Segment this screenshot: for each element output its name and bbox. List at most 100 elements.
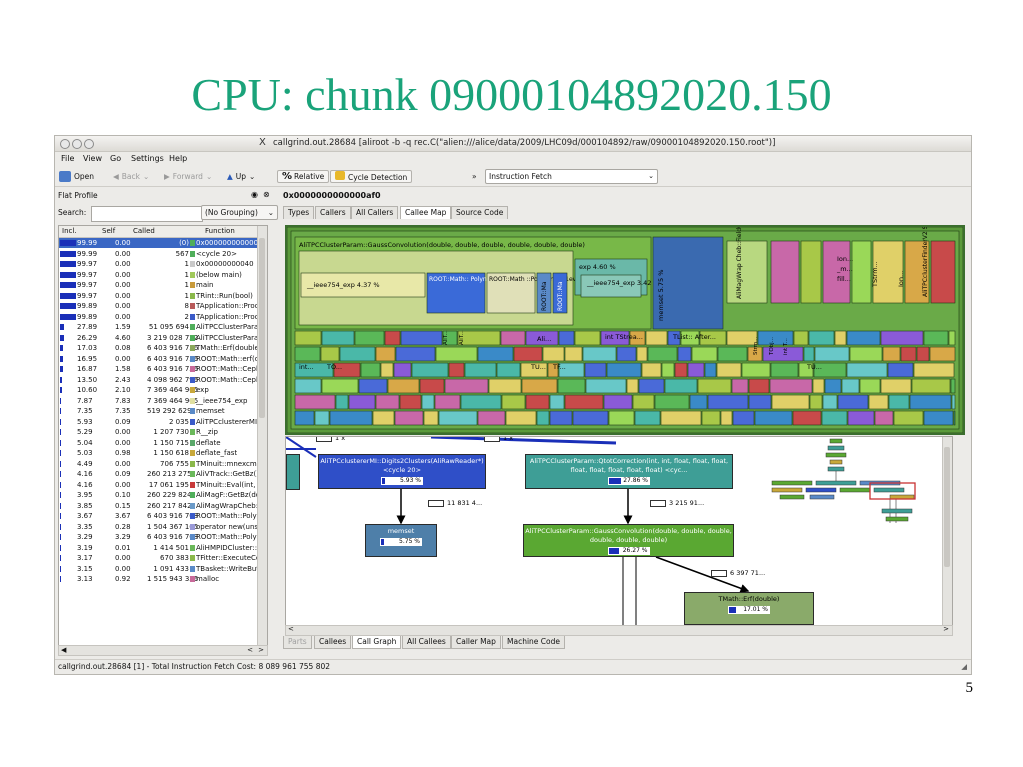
- map-cell[interactable]: [464, 362, 497, 378]
- map-cell[interactable]: [434, 394, 461, 410]
- search-input[interactable]: [91, 206, 203, 222]
- forward-button[interactable]: ▶ Forward ⌄: [164, 169, 212, 183]
- map-root-math-b[interactable]: [552, 272, 568, 314]
- toolbar-overflow-button[interactable]: »: [472, 169, 477, 183]
- map-cell[interactable]: [822, 240, 851, 304]
- map-cell[interactable]: [294, 362, 334, 378]
- map-cell[interactable]: [716, 362, 742, 378]
- map-cell[interactable]: [904, 240, 930, 304]
- map-cell[interactable]: [549, 394, 565, 410]
- map-cell[interactable]: [822, 394, 838, 410]
- tab-all-callees[interactable]: All Callees: [402, 636, 451, 649]
- map-cell[interactable]: [762, 346, 804, 362]
- map-cell[interactable]: [421, 394, 435, 410]
- map-cell[interactable]: [320, 346, 340, 362]
- map-cell[interactable]: [372, 410, 395, 426]
- map-cell[interactable]: [701, 410, 721, 426]
- map-cell[interactable]: [608, 410, 635, 426]
- map-cell[interactable]: [641, 362, 662, 378]
- map-cell[interactable]: [549, 410, 573, 426]
- map-cell[interactable]: [814, 346, 850, 362]
- map-cell[interactable]: [329, 410, 373, 426]
- map-cell[interactable]: [882, 346, 901, 362]
- map-cell[interactable]: [384, 330, 401, 346]
- map-cell[interactable]: [880, 330, 924, 346]
- table-vertical-scrollbar[interactable]: [257, 226, 267, 646]
- map-cell[interactable]: [664, 378, 698, 394]
- map-cell[interactable]: [626, 378, 639, 394]
- map-cell[interactable]: [477, 346, 514, 362]
- map-cell[interactable]: [769, 378, 813, 394]
- map-cell[interactable]: [333, 362, 361, 378]
- map-cell[interactable]: [880, 378, 912, 394]
- map-cell[interactable]: [661, 362, 675, 378]
- map-cell[interactable]: [872, 240, 904, 304]
- map-cell[interactable]: [400, 330, 443, 346]
- map-cell[interactable]: [689, 394, 708, 410]
- map-cell[interactable]: [821, 410, 848, 426]
- map-cell[interactable]: [923, 330, 949, 346]
- map-cell[interactable]: [488, 378, 522, 394]
- map-cell[interactable]: [837, 394, 869, 410]
- map-cell[interactable]: [636, 346, 648, 362]
- map-cell[interactable]: [834, 330, 847, 346]
- map-cell[interactable]: [564, 394, 604, 410]
- tab-caller-map[interactable]: Caller Map: [451, 636, 501, 649]
- map-cell[interactable]: [387, 378, 420, 394]
- map-cell[interactable]: [629, 330, 646, 346]
- map-cell[interactable]: [953, 410, 956, 426]
- graph-node-gaussconvolution[interactable]: AliTPCClusterParam::GaussConvolution(dou…: [523, 524, 734, 557]
- map-cell[interactable]: [572, 410, 609, 426]
- map-cell[interactable]: [314, 410, 330, 426]
- map-cell[interactable]: [923, 410, 954, 426]
- map-cell[interactable]: [667, 330, 681, 346]
- map-cell[interactable]: [720, 410, 733, 426]
- back-button[interactable]: ◀ Back ⌄: [113, 169, 149, 183]
- map-cell[interactable]: [375, 346, 396, 362]
- table-horizontal-scrollbar[interactable]: ◀ < >: [58, 645, 268, 656]
- map-cell[interactable]: [748, 394, 772, 410]
- map-cell[interactable]: [606, 362, 642, 378]
- tab-all-callers[interactable]: All Callers: [351, 206, 399, 219]
- cycle-detection-toggle[interactable]: Cycle Detection: [330, 169, 413, 183]
- map-cell[interactable]: [460, 394, 502, 410]
- column-header-self[interactable]: Self: [102, 227, 116, 235]
- map-cell[interactable]: [505, 410, 537, 426]
- column-header-incl[interactable]: Incl.: [62, 227, 77, 235]
- map-cell[interactable]: [558, 330, 575, 346]
- map-cell[interactable]: [438, 410, 478, 426]
- map-cell[interactable]: [634, 410, 661, 426]
- up-button[interactable]: ▲ Up ⌄: [227, 169, 255, 183]
- map-cell[interactable]: [813, 362, 847, 378]
- map-cell[interactable]: [294, 410, 315, 426]
- map-cell[interactable]: [697, 378, 732, 394]
- map-cell[interactable]: [808, 330, 835, 346]
- scroll-right-icon[interactable]: >: [258, 646, 264, 654]
- map-cell[interactable]: [294, 330, 322, 346]
- map-cell[interactable]: [913, 362, 955, 378]
- map-cell[interactable]: [674, 362, 688, 378]
- map-cell[interactable]: [793, 330, 809, 346]
- map-cell[interactable]: [442, 330, 458, 346]
- map-cell[interactable]: [950, 378, 956, 394]
- column-header-function[interactable]: Function: [205, 227, 235, 235]
- scroll-left-icon[interactable]: <: [247, 646, 253, 654]
- map-cell[interactable]: [603, 394, 633, 410]
- map-cell[interactable]: [930, 240, 956, 304]
- relative-toggle[interactable]: %Relative: [277, 169, 330, 183]
- map-cell[interactable]: [423, 410, 439, 426]
- map-cell[interactable]: [360, 362, 381, 378]
- map-cell[interactable]: [457, 330, 501, 346]
